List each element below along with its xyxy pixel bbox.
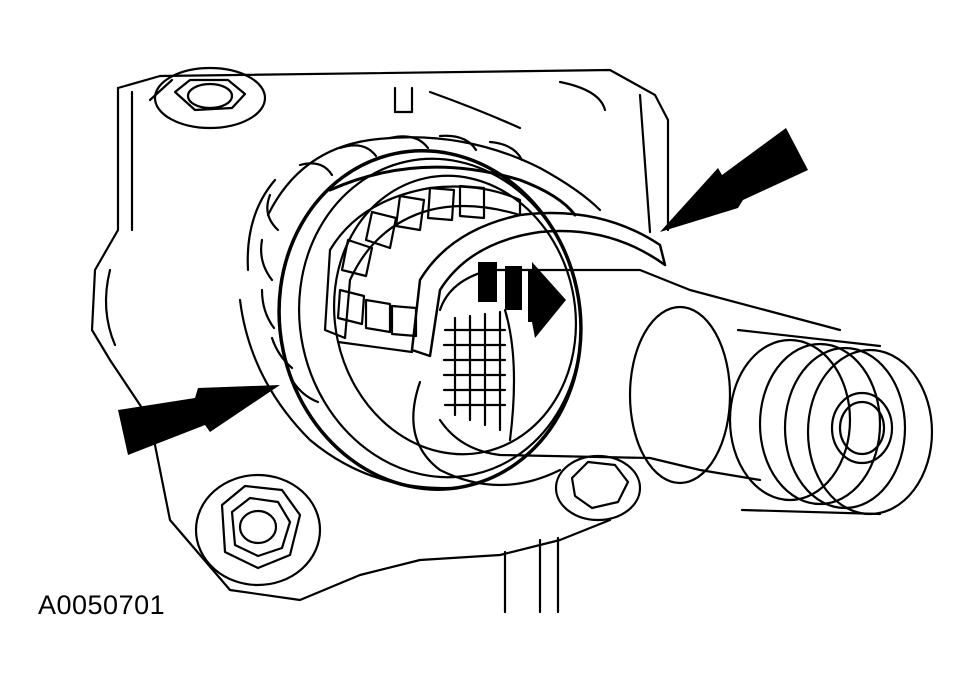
direction-arrow-cluster [478,262,566,338]
splined-shaft [438,268,842,482]
needle-bearing [323,184,522,354]
shaft-end [628,305,934,516]
callout-arrow-lower-left [118,385,280,455]
lower-left-bolt [194,473,322,587]
retaining-ring [410,211,667,487]
housing [90,68,670,614]
lower-right-bolt [554,454,642,522]
top-bolt [153,66,267,130]
figure-id-label: A0050701 [38,590,166,620]
seal-assembly [277,149,583,491]
callout-arrow-upper-right [660,128,808,232]
callout-arrows [118,128,808,455]
